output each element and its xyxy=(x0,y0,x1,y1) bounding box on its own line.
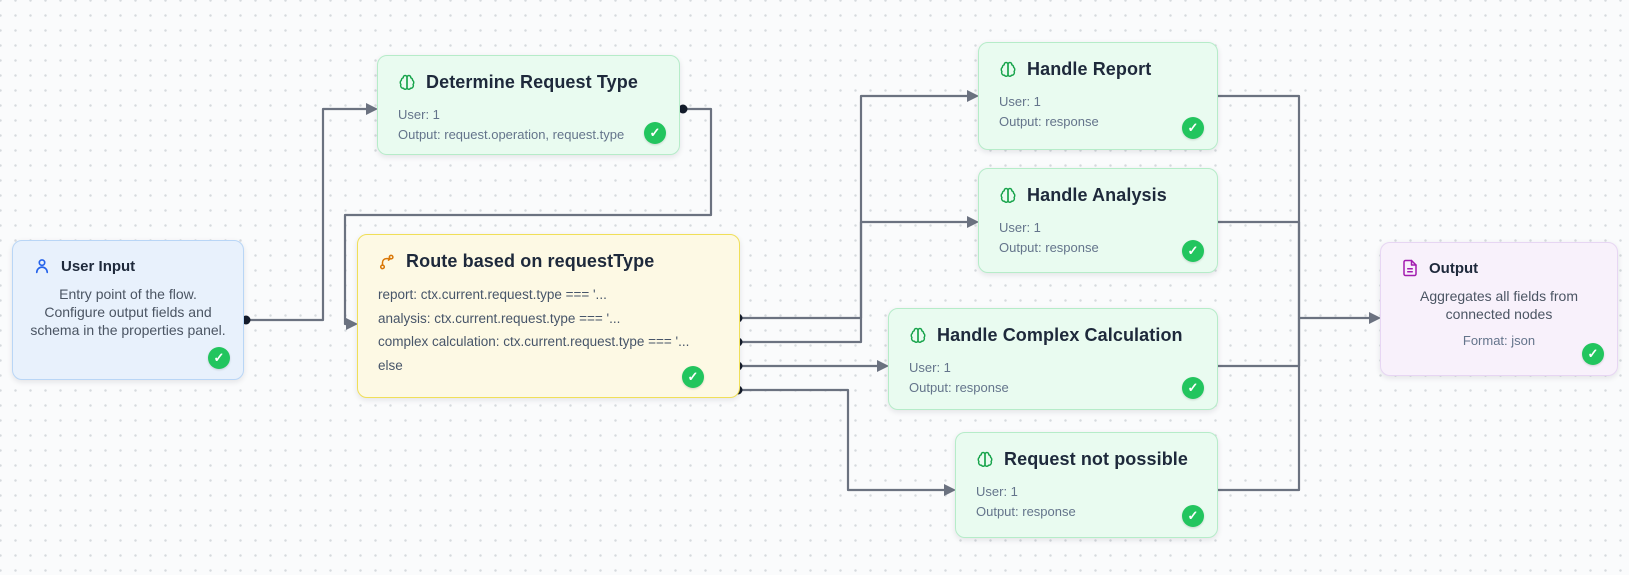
node-title: Output xyxy=(1429,259,1479,277)
node-title: Route based on requestType xyxy=(406,251,655,271)
node-user-input[interactable]: User Input Entry point of the flow. Conf… xyxy=(12,240,244,380)
edge-route-report-to-handle-report[interactable] xyxy=(738,94,968,320)
node-title: Handle Analysis xyxy=(1027,185,1167,205)
route-branch-report: report: ctx.current.request.type === '..… xyxy=(378,287,607,302)
edge-handle-report-to-output[interactable] xyxy=(1215,94,1370,320)
brain-icon xyxy=(999,61,1017,79)
check-circle-icon: ✓ xyxy=(1582,343,1604,365)
node-user-input-header: User Input xyxy=(13,241,243,275)
node-title: Handle Complex Calculation xyxy=(937,325,1183,345)
node-title: Determine Request Type xyxy=(426,72,638,92)
node-request-not-possible-header: Request not possible xyxy=(956,433,1217,470)
arrowhead-determine-in xyxy=(366,103,378,115)
arrowhead-handle-report-in xyxy=(967,90,979,102)
brain-icon xyxy=(909,327,927,345)
node-handle-complex-calculation[interactable]: Handle Complex Calculation User: 1 Outpu… xyxy=(888,308,1218,410)
edge-determine-to-route[interactable] xyxy=(343,107,713,326)
node-title: User Input xyxy=(61,257,136,275)
node-handle-analysis[interactable]: Handle Analysis User: 1 Output: response… xyxy=(978,168,1218,273)
node-route-based-on-requesttype[interactable]: Route based on requestType report: ctx.c… xyxy=(357,234,740,398)
check-circle-icon: ✓ xyxy=(1182,117,1204,139)
node-output-line: Output: request.operation, request.type xyxy=(398,127,625,142)
node-title: Handle Report xyxy=(1027,59,1152,79)
brain-icon xyxy=(398,74,416,92)
port-determine-out[interactable] xyxy=(678,104,688,114)
check-circle-icon: ✓ xyxy=(1182,505,1204,527)
arrowhead-request-not-possible-in xyxy=(944,484,956,496)
arrowhead-handle-analysis-in xyxy=(967,216,979,228)
edge-user-input-to-determine[interactable] xyxy=(245,107,367,322)
node-format-line: Format: json xyxy=(1462,333,1536,348)
node-output-line: Output: response xyxy=(976,504,1076,519)
brain-icon xyxy=(999,187,1017,205)
edge-route-analysis-to-handle-analysis[interactable] xyxy=(738,220,968,344)
arrowhead-route-in xyxy=(346,318,358,330)
node-user-line: User: 1 xyxy=(398,107,440,122)
node-user-line: User: 1 xyxy=(999,94,1041,109)
edge-handle-analysis-to-output[interactable] xyxy=(1215,220,1301,318)
node-determine-header: Determine Request Type xyxy=(378,56,679,93)
node-description: Aggregates all fields from connected nod… xyxy=(1420,288,1578,322)
node-handle-report[interactable]: Handle Report User: 1 Output: response ✓ xyxy=(978,42,1218,150)
node-handle-report-header: Handle Report xyxy=(979,43,1217,80)
node-output-header: Output xyxy=(1381,243,1617,277)
node-handle-complex-header: Handle Complex Calculation xyxy=(889,309,1217,346)
arrowhead-handle-complex-in xyxy=(877,360,889,372)
node-output-line: Output: response xyxy=(909,380,1009,395)
edge-request-not-possible-to-output[interactable] xyxy=(1213,318,1301,492)
route-branch-complex: complex calculation: ctx.current.request… xyxy=(378,334,690,349)
node-output-line: Output: response xyxy=(999,114,1099,129)
check-circle-icon: ✓ xyxy=(1182,240,1204,262)
check-circle-icon: ✓ xyxy=(644,122,666,144)
node-user-line: User: 1 xyxy=(909,360,951,375)
edge-route-else-to-request-not-possible[interactable] xyxy=(738,388,945,492)
git-branch-icon xyxy=(378,253,396,271)
user-icon xyxy=(33,257,51,275)
arrowhead-output-in xyxy=(1369,312,1381,324)
node-title: Request not possible xyxy=(1004,449,1189,469)
check-circle-icon: ✓ xyxy=(682,366,704,388)
node-description: Entry point of the flow. Configure outpu… xyxy=(30,286,226,338)
node-user-line: User: 1 xyxy=(999,220,1041,235)
node-handle-analysis-header: Handle Analysis xyxy=(979,169,1217,206)
node-user-line: User: 1 xyxy=(976,484,1018,499)
route-branch-else: else xyxy=(378,357,403,373)
edge-handle-complex-to-output[interactable] xyxy=(1215,318,1301,368)
node-determine-request-type[interactable]: Determine Request Type User: 1 Output: r… xyxy=(377,55,680,155)
route-branch-analysis: analysis: ctx.current.request.type === '… xyxy=(378,310,621,326)
node-request-not-possible[interactable]: Request not possible User: 1 Output: res… xyxy=(955,432,1218,538)
node-route-header: Route based on requestType xyxy=(358,235,739,272)
check-circle-icon: ✓ xyxy=(1182,377,1204,399)
node-output[interactable]: Output Aggregates all fields from connec… xyxy=(1380,242,1618,376)
check-circle-icon: ✓ xyxy=(208,347,230,369)
node-output-line: Output: response xyxy=(999,240,1099,255)
file-text-icon xyxy=(1401,259,1419,277)
brain-icon xyxy=(976,451,994,469)
